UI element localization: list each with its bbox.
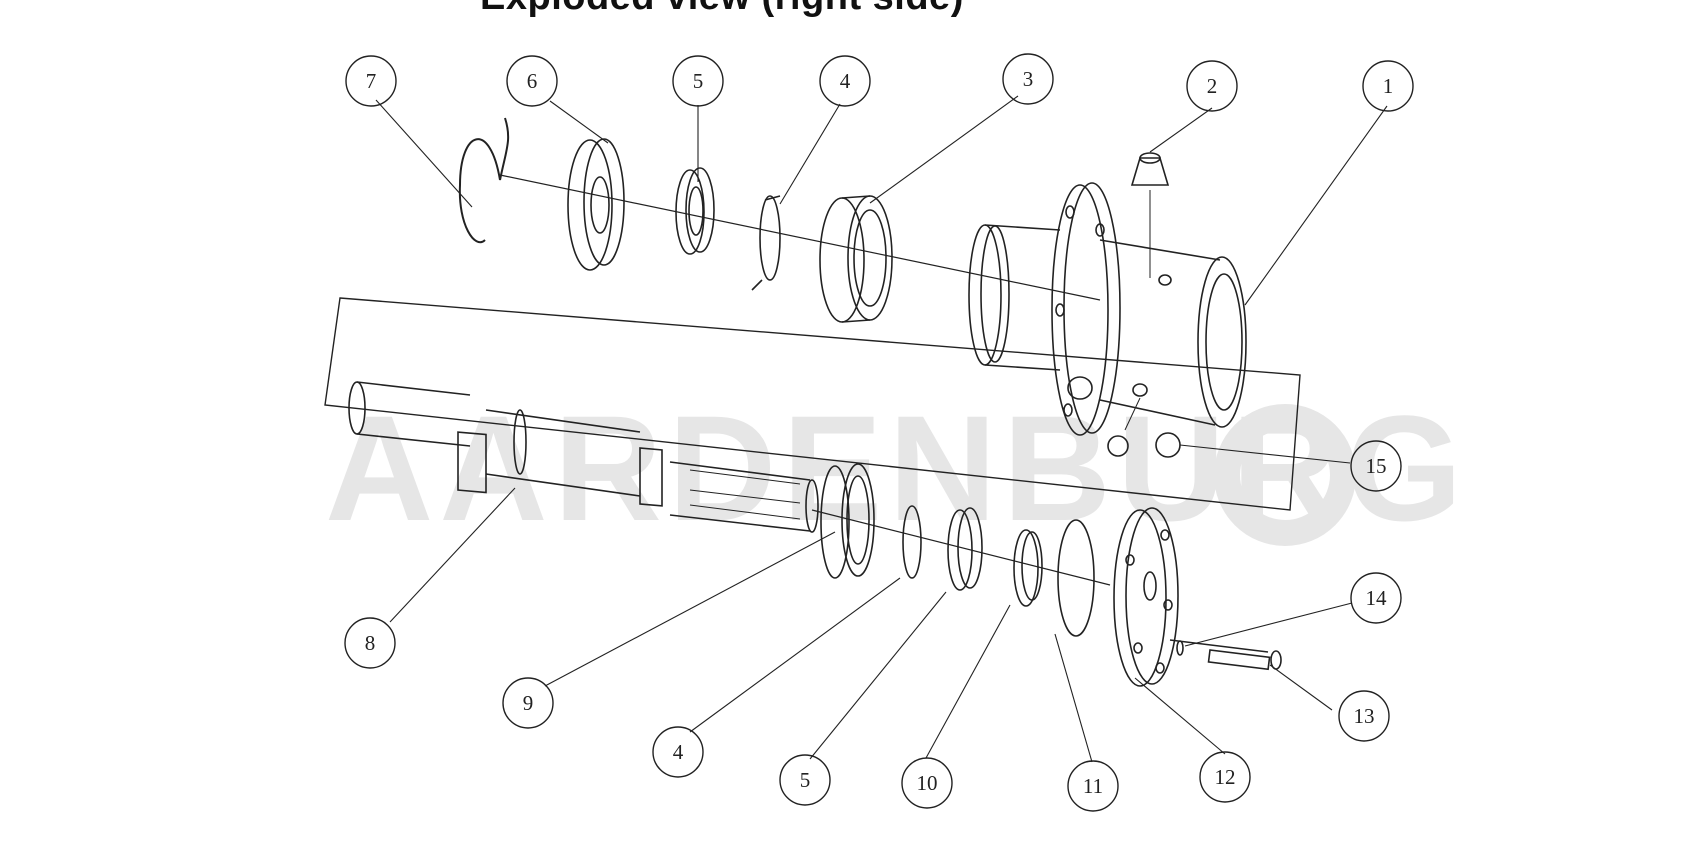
callout-7: 7: [366, 69, 377, 93]
callout-3: 3: [1023, 67, 1034, 91]
part-slotted-nut: [675, 167, 715, 255]
part-seal-ring: [567, 138, 625, 271]
callout-10: 10: [917, 771, 938, 795]
part-ring-10: [1013, 529, 1043, 607]
part-grease-nipple: [1130, 152, 1170, 278]
callout-5-lower: 5: [800, 768, 811, 792]
callout-9: 9: [523, 691, 534, 715]
assembly-frame: [324, 297, 1301, 511]
callout-4: 4: [840, 69, 851, 93]
drawing-lines: [324, 53, 1414, 812]
part-lock-washer: [751, 195, 781, 291]
callout-circles: [344, 53, 1414, 812]
part-slotted-nut-lower: [947, 507, 983, 591]
part-o-ring: [1057, 519, 1095, 637]
leader-lines: [375, 95, 1388, 763]
part-splined-shaft: [348, 381, 819, 533]
callout-5: 5: [693, 69, 704, 93]
callout-12: 12: [1215, 765, 1236, 789]
callout-8: 8: [365, 631, 376, 655]
part-hub-housing: [968, 182, 1247, 436]
page-title: Exploded view (right side): [480, 0, 964, 19]
callout-2: 2: [1207, 74, 1218, 98]
part-bolt-and-washer: [1169, 639, 1282, 671]
callout-14: 14: [1366, 586, 1388, 610]
callout-labels: 7 6 5 4 3 2 1 15 8 9 4 5 10 11 12 13 14: [365, 67, 1394, 798]
watermark-logo: AARDENBURG: [325, 384, 1462, 552]
part-bearing-top: [819, 195, 893, 323]
callout-1: 1: [1383, 74, 1394, 98]
callout-15: 15: [1366, 454, 1387, 478]
part-lock-washer-lower: [902, 505, 922, 579]
callout-4-lower: 4: [673, 740, 684, 764]
part-bearing-bottom: [820, 463, 875, 579]
callout-6: 6: [527, 69, 538, 93]
callout-13: 13: [1354, 704, 1375, 728]
part-circlip: [458, 117, 510, 243]
lower-axis-line: [811, 509, 1111, 586]
upper-axis-line: [499, 174, 1101, 301]
callout-11: 11: [1083, 774, 1103, 798]
part-end-cap: [1113, 507, 1179, 687]
